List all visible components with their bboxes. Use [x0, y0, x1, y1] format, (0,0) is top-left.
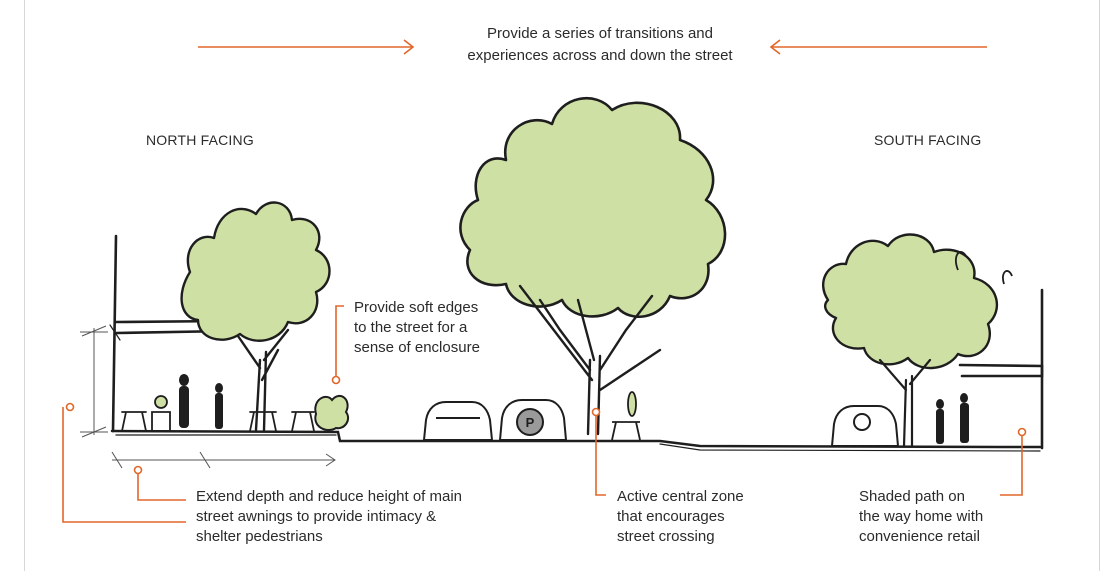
annotation-awnings: Extend depth and reduce height of main s…	[196, 488, 463, 545]
south-facing-label: SOUTH FACING	[874, 132, 982, 148]
header-arrow-right	[198, 39, 415, 55]
north-facing-label: NORTH FACING	[146, 132, 254, 148]
north-shrub	[314, 394, 350, 432]
callout-soft-edges	[331, 305, 344, 385]
parking-badge-label: P	[526, 415, 535, 430]
callout-shaded-path	[1000, 427, 1027, 496]
parked-car-1	[422, 401, 494, 441]
header-arrow-left	[769, 39, 987, 55]
callout-awnings	[62, 402, 186, 523]
frame-border-left	[24, 0, 25, 571]
south-tree	[822, 233, 1013, 448]
callout-central-zone	[591, 407, 606, 496]
street-ground-line	[110, 429, 1042, 452]
north-street-furniture	[121, 395, 315, 432]
height-dimension-line	[80, 325, 108, 438]
frame-border-right	[1099, 0, 1100, 571]
central-seating	[611, 391, 641, 441]
north-pedestrians	[179, 374, 223, 429]
depth-dimension-line	[111, 451, 336, 469]
south-building	[958, 288, 1044, 450]
central-tree	[459, 96, 727, 436]
parked-car-south	[830, 405, 900, 447]
annotation-soft-edges: Provide soft edges to the street for a s…	[354, 299, 480, 356]
south-pedestrians	[936, 393, 969, 444]
parking-badge: P	[516, 408, 544, 436]
annotation-shaded-path: Shaded path on the way home with conveni…	[859, 488, 984, 545]
annotation-central-zone: Active central zone that encourages stre…	[617, 488, 744, 545]
header-line-2: experiences across and down the street	[467, 47, 733, 64]
header-line-1: Provide a series of transitions and	[487, 25, 713, 42]
north-tree	[180, 201, 331, 432]
